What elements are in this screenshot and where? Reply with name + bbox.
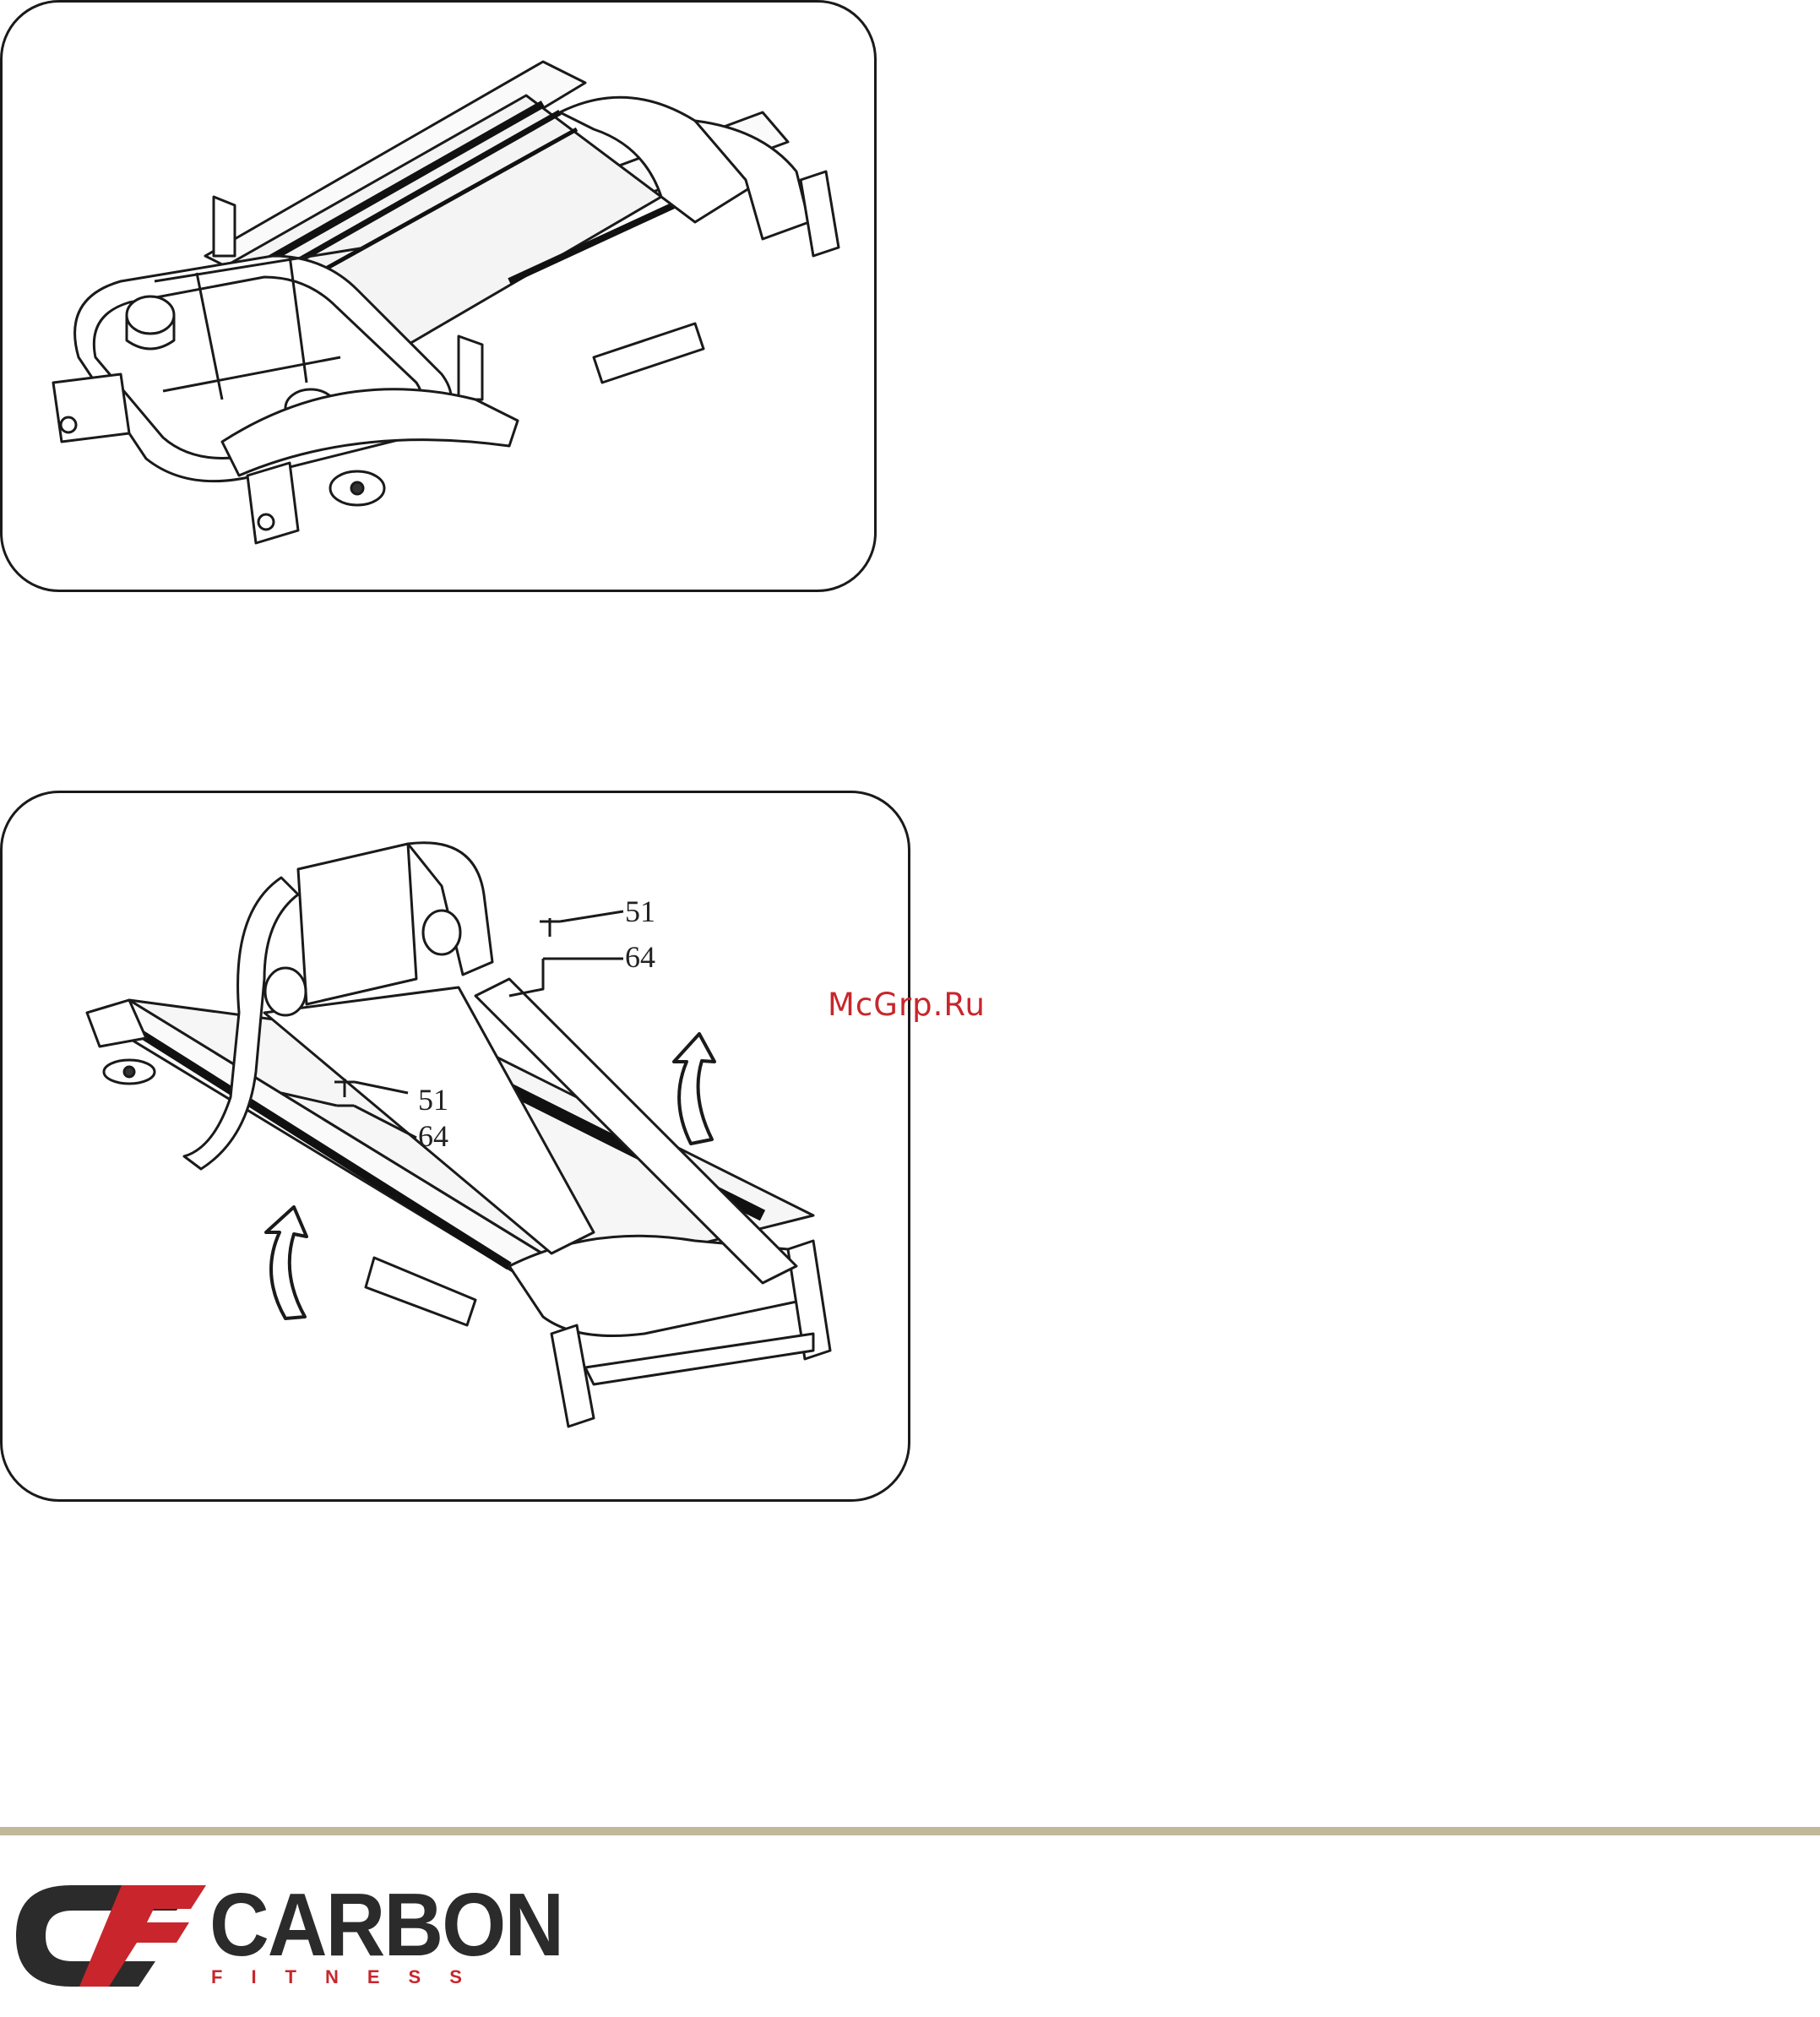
callout-label: 64: [625, 940, 655, 974]
figure-raise-upright: 51 64 51 64: [0, 791, 910, 1502]
callout-label: 51: [418, 1083, 448, 1117]
watermark-text: McGrp.Ru: [828, 987, 986, 1023]
callout-label: 51: [625, 894, 655, 928]
brand-name: CARBON: [209, 1873, 562, 1976]
callout-label: 64: [418, 1119, 448, 1153]
raise-upright-drawing: 51 64 51 64: [3, 793, 908, 1499]
footer-divider: [0, 1827, 1820, 1835]
brand-subtitle: FITNESS: [211, 1966, 491, 1988]
figure-folded-treadmill: [0, 0, 877, 592]
folded-treadmill-drawing: [3, 3, 874, 590]
